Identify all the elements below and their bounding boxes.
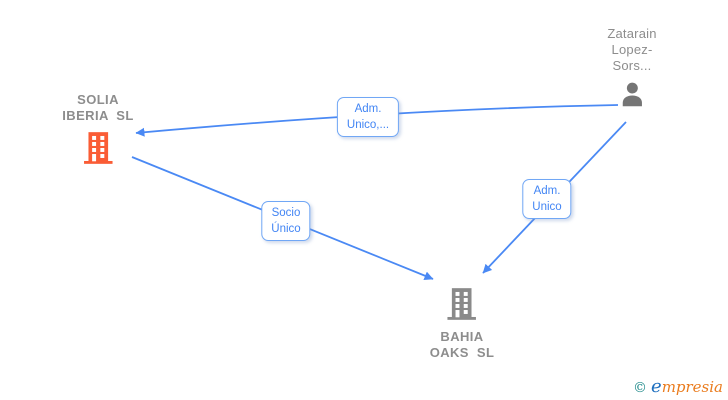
edge-label-line1: Adm. [354,103,382,115]
brand-name: mpresia [661,378,723,396]
person-icon [616,79,648,111]
node-zatarain-lopez-sors[interactable]: Zatarain Lopez- Sors... [607,26,656,111]
company-name-line1: BAHIA [440,329,484,344]
edge-label-adm-unico-to-bahia[interactable]: Adm. Unico [522,179,572,219]
company-building-icon-gray [443,285,481,323]
company-name-line2: OAKS SL [429,345,495,360]
edge-label-adm-unico-to-solia[interactable]: Adm. Unico,... [336,97,400,137]
copyright-icon: © [633,380,648,396]
person-name-line1: Zatarain [607,26,657,41]
company-name-line2: IBERIA SL [62,108,134,123]
company-name-label: SOLIA IBERIA SL [62,92,133,124]
edge-label-line1: Socio [271,207,301,219]
company-building-icon-orange [79,129,117,167]
person-name-line3: Sors... [612,58,652,73]
person-name-label: Zatarain Lopez- Sors... [607,26,656,74]
brand-initial: e [651,376,662,397]
edge-label-line1: Adm. [533,185,561,197]
edge-label-line2: Único [271,223,301,235]
edge-label-line2: Unico,... [346,119,390,131]
company-name-line1: SOLIA [77,92,119,107]
node-solia-iberia-sl[interactable]: SOLIA IBERIA SL [62,92,133,167]
edge-label-line2: Unico [532,201,562,213]
node-bahia-oaks-sl[interactable]: BAHIA OAKS SL [430,285,495,361]
empresia-brand-link[interactable]: ©empresia [633,376,723,397]
company-name-label: BAHIA OAKS SL [430,329,495,361]
edge-label-socio-unico[interactable]: Socio Único [261,201,311,241]
person-name-line2: Lopez- [611,42,653,57]
